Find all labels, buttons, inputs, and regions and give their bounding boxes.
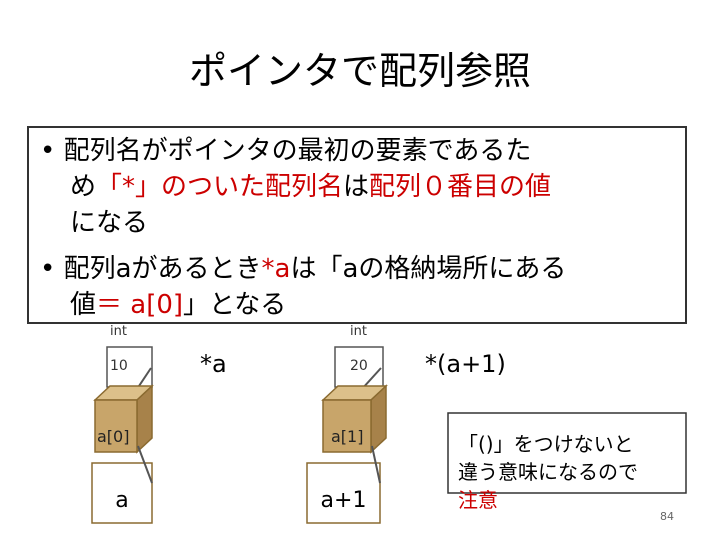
variable-label-2: a+1 (307, 488, 380, 513)
element-label-2: a[1] (331, 427, 363, 446)
element-label-1: a[0] (97, 427, 129, 446)
pointer-expr-2: *(a+1) (425, 350, 506, 378)
type-label-1: int (110, 324, 127, 339)
page-number: 84 (660, 510, 674, 523)
pointer-expr-1: *a (200, 350, 227, 378)
note-line-1: 「()」をつけないと (458, 430, 634, 458)
type-label-2: int (350, 324, 367, 339)
variable-label-1: a (92, 488, 152, 513)
value-2: 20 (350, 358, 368, 374)
note-line-2: 違う意味になるので (458, 458, 638, 486)
value-1: 10 (110, 358, 128, 374)
note-line-3: 注意 (458, 486, 498, 514)
